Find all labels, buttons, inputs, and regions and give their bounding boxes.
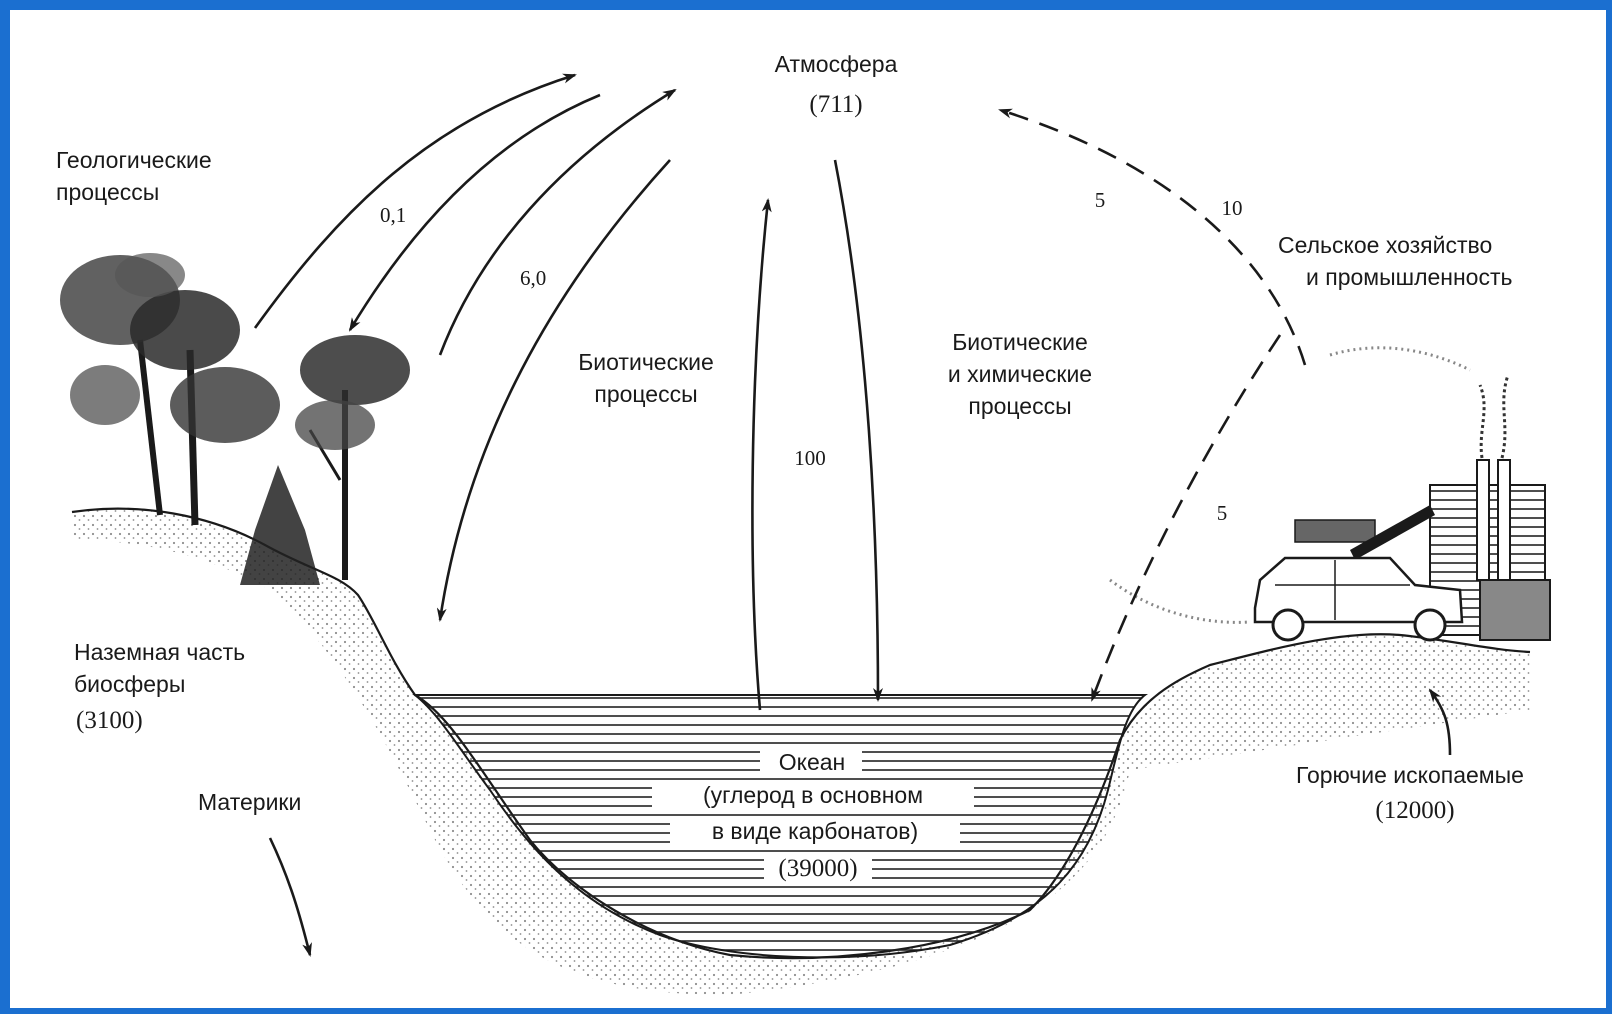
diagram-frame: Атмосфера (711) Геологические процессы 0… bbox=[10, 10, 1606, 1008]
geological-up-arrow bbox=[255, 75, 575, 328]
continents-arrow bbox=[270, 838, 310, 955]
industry-ocean-flow: 5 bbox=[1217, 501, 1228, 525]
biotic-chem-label-1: Биотические bbox=[952, 329, 1088, 355]
fossil-label: Горючие ископаемые bbox=[1296, 762, 1524, 788]
atmosphere-down-arrow bbox=[835, 160, 878, 700]
geological-label-2: процессы bbox=[56, 179, 159, 205]
industry-atmosphere-arrow bbox=[1000, 110, 1305, 365]
biotic-chem-label-2: и химические bbox=[948, 361, 1092, 387]
factory-and-car-illustration bbox=[1110, 348, 1550, 640]
geological-label-1: Геологические bbox=[56, 147, 212, 173]
continents-label: Материки bbox=[198, 789, 301, 815]
land-label-2: биосферы bbox=[74, 671, 185, 697]
industry-label-1: Сельское хозяйство bbox=[1278, 232, 1492, 258]
biotic-chem-label-3: процессы bbox=[968, 393, 1071, 419]
bio-flow-value: 6,0 bbox=[520, 266, 546, 290]
ocean-label-1: Океан bbox=[779, 749, 846, 775]
ocean-up-value: 100 bbox=[794, 446, 826, 470]
land-label-1: Наземная часть bbox=[74, 639, 245, 665]
biotic-left-label-1: Биотические bbox=[578, 349, 714, 375]
biotic-up-arrow bbox=[440, 90, 675, 355]
atmosphere-amount: (711) bbox=[809, 91, 862, 118]
industry-ocean-arrow bbox=[1092, 335, 1280, 700]
ocean-amount: (39000) bbox=[778, 855, 857, 882]
industry-flow-a: 5 bbox=[1095, 188, 1106, 212]
ocean-up-arrow bbox=[752, 200, 768, 710]
geo-flow-value: 0,1 bbox=[380, 203, 406, 227]
fossil-amount: (12000) bbox=[1375, 797, 1454, 824]
biotic-left-label-2: процессы bbox=[594, 381, 697, 407]
industry-label-2: и промышленность bbox=[1306, 264, 1513, 290]
ocean-label-3: в виде карбонатов) bbox=[712, 818, 918, 844]
industry-flow-b: 10 bbox=[1222, 196, 1243, 220]
land-amount: (3100) bbox=[76, 707, 143, 734]
carbon-cycle-diagram: Атмосфера (711) Геологические процессы 0… bbox=[10, 10, 1606, 1008]
atmosphere-title: Атмосфера bbox=[775, 51, 898, 77]
ocean-label-2: (углерод в основном bbox=[703, 782, 923, 808]
